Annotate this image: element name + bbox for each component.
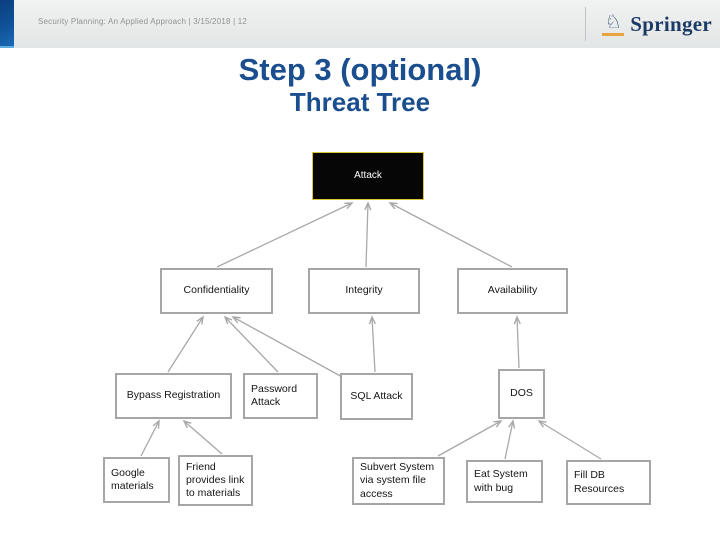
edge-google-materials-to-bypass-registration bbox=[140, 419, 160, 457]
tree-node-sql-attack: SQL Attack bbox=[340, 373, 413, 420]
slide-subtitle: Threat Tree bbox=[289, 86, 431, 117]
tree-node-label: Bypass Registration bbox=[126, 389, 221, 402]
edge-eat-system-to-dos bbox=[504, 419, 516, 460]
edge-password-attack-to-confidentiality bbox=[223, 315, 279, 373]
tree-node-fill-db: Fill DB Resources bbox=[566, 460, 651, 505]
tree-node-password-attack: Password Attack bbox=[243, 373, 318, 419]
springer-logo: ♘ Springer bbox=[585, 0, 712, 48]
title-block: Step 3 (optional) Threat Tree bbox=[0, 52, 720, 116]
edge-fill-db-to-dos bbox=[537, 420, 602, 460]
springer-knight-icon: ♘ bbox=[602, 11, 625, 36]
tree-node-bypass-registration: Bypass Registration bbox=[115, 373, 232, 419]
edge-subvert-system-to-dos bbox=[437, 420, 503, 457]
slide-meta-text: Security Planning: An Applied Approach |… bbox=[38, 17, 248, 26]
springer-wordmark: Springer bbox=[630, 11, 712, 36]
tree-node-label: SQL Attack bbox=[350, 389, 403, 402]
tree-node-eat-system: Eat System with bug bbox=[466, 460, 543, 503]
slide-title: Step 3 (optional) bbox=[238, 52, 482, 87]
tree-node-label: Google materials bbox=[111, 466, 154, 492]
tree-node-label: Eat System with bug bbox=[474, 468, 528, 494]
tree-node-label: Friend provides link to materials bbox=[186, 460, 245, 500]
edge-availability-to-attack bbox=[388, 202, 513, 268]
knight-glyph: ♘ bbox=[604, 11, 622, 33]
tree-node-attack: Attack bbox=[312, 152, 424, 200]
tree-node-confidentiality: Confidentiality bbox=[160, 268, 273, 314]
tree-node-label: DOS bbox=[510, 387, 533, 400]
tree-node-dos: DOS bbox=[498, 369, 545, 419]
edge-sql-attack-to-confidentiality bbox=[231, 316, 345, 379]
tree-node-label: Fill DB Resources bbox=[574, 469, 625, 495]
tree-node-integrity: Integrity bbox=[308, 268, 420, 314]
tree-node-label: Integrity bbox=[345, 284, 383, 297]
edge-confidentiality-to-attack bbox=[216, 202, 354, 268]
knight-underline bbox=[602, 32, 625, 36]
tree-node-label: Password Attack bbox=[251, 382, 298, 408]
edge-friend-link-to-bypass-registration bbox=[182, 419, 223, 455]
tree-node-label: Availability bbox=[487, 284, 538, 297]
tree-node-label: Attack bbox=[354, 169, 382, 181]
accent-bar bbox=[0, 0, 14, 48]
tree-node-friend-link: Friend provides link to materials bbox=[178, 455, 253, 506]
slide-header: Security Planning: An Applied Approach |… bbox=[0, 0, 720, 48]
tree-node-subvert-system: Subvert System via system file access bbox=[352, 457, 445, 505]
edge-dos-to-availability bbox=[513, 315, 521, 369]
edge-integrity-to-attack bbox=[364, 201, 372, 268]
edge-bypass-registration-to-confidentiality bbox=[167, 315, 204, 373]
tree-node-availability: Availability bbox=[457, 268, 568, 314]
tree-node-google-materials: Google materials bbox=[103, 457, 170, 503]
tree-node-label: Subvert System via system file access bbox=[360, 461, 435, 500]
logo-divider bbox=[585, 7, 587, 41]
tree-node-label: Confidentiality bbox=[183, 284, 250, 297]
edge-sql-attack-to-integrity bbox=[368, 315, 377, 373]
